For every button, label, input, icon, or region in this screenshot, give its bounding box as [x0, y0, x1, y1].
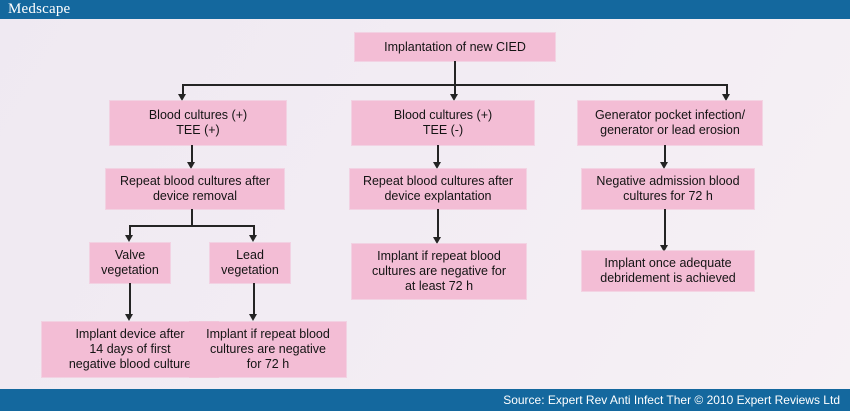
connector-bus-to-valve [129, 225, 131, 237]
arrowhead-right-branch [722, 94, 730, 101]
node-implant-if-repeat-72h-left-label: Implant if repeat blood cultures are neg… [206, 327, 330, 371]
node-root-label: Implantation of new CIED [384, 39, 526, 54]
node-repeat-cultures-device-removal-label: Repeat blood cultures after device remov… [119, 174, 271, 203]
arrowhead-lead [249, 235, 257, 242]
connector-root-stem [454, 61, 456, 85]
node-blood-cultures-tee-negative-label: Blood cultures (+) TEE (-) [393, 108, 493, 137]
medscape-header-bar: Medscape [0, 0, 850, 19]
node-valve-vegetation-label: Valve vegetation [101, 248, 159, 277]
node-negative-admission-cultures-label: Negative admission blood cultures for 72… [596, 174, 740, 203]
connector-lead-to-implant [253, 283, 255, 317]
node-implant-if-repeat-72h-mid[interactable]: Implant if repeat blood cultures are neg… [352, 244, 526, 299]
node-implant-if-repeat-72h-mid-label: Implant if repeat blood cultures are neg… [371, 249, 507, 293]
connector-negative-to-implant [664, 209, 666, 248]
flowchart: Implantation of new CIED Blood cultures … [0, 19, 850, 389]
arrowhead-left-branch [178, 94, 186, 101]
connector-left-branch-to-repeat [191, 145, 193, 165]
node-negative-admission-cultures[interactable]: Negative admission blood cultures for 72… [582, 169, 754, 209]
node-implant-after-debridement[interactable]: Implant once adequate debridement is ach… [582, 251, 754, 291]
node-implant-device-14-days-label: Implant device after 14 days of first ne… [68, 327, 192, 371]
node-root[interactable]: Implantation of new CIED [355, 33, 555, 61]
node-repeat-cultures-device-explantation[interactable]: Repeat blood cultures after device expla… [350, 169, 526, 209]
node-lead-vegetation-label: Lead vegetation [221, 248, 279, 277]
node-lead-vegetation[interactable]: Lead vegetation [210, 243, 290, 283]
medscape-logo: Medscape [8, 1, 71, 17]
node-generator-pocket-infection[interactable]: Generator pocket infection/ generator or… [578, 101, 762, 145]
connector-valve-to-implant [129, 283, 131, 317]
node-generator-pocket-infection-label: Generator pocket infection/ generator or… [594, 108, 746, 137]
connector-bus-to-left [182, 84, 184, 96]
arrowhead-mid-repeat [433, 162, 441, 169]
arrowhead-lead-implant [249, 314, 257, 321]
node-implant-device-14-days[interactable]: Implant device after 14 days of first ne… [42, 322, 218, 377]
arrowhead-left-repeat [187, 162, 195, 169]
arrowhead-right-negative [660, 162, 668, 169]
node-blood-cultures-tee-positive[interactable]: Blood cultures (+) TEE (+) [110, 101, 286, 145]
node-implant-after-debridement-label: Implant once adequate debridement is ach… [600, 256, 736, 285]
node-blood-cultures-tee-negative[interactable]: Blood cultures (+) TEE (-) [352, 101, 534, 145]
connector-right-branch-to-negative [664, 145, 666, 165]
connector-bus-to-lead [253, 225, 255, 237]
arrowhead-mid-branch [450, 94, 458, 101]
node-repeat-cultures-device-removal[interactable]: Repeat blood cultures after device remov… [106, 169, 284, 209]
source-attribution: Source: Expert Rev Anti Infect Ther © 20… [503, 393, 840, 407]
node-valve-vegetation[interactable]: Valve vegetation [90, 243, 170, 283]
connector-removal-bus [129, 225, 254, 227]
connector-bus-to-right [726, 84, 728, 96]
node-repeat-cultures-device-explantation-label: Repeat blood cultures after device expla… [362, 174, 514, 203]
arrowhead-valve [125, 235, 133, 242]
connector-removal-stem [191, 209, 193, 226]
node-implant-if-repeat-72h-left[interactable]: Implant if repeat blood cultures are neg… [190, 322, 346, 377]
arrowhead-right-implant [660, 245, 668, 252]
node-blood-cultures-tee-positive-label: Blood cultures (+) TEE (+) [148, 108, 248, 137]
arrowhead-valve-implant [125, 314, 133, 321]
connector-mid-branch-to-repeat [437, 145, 439, 165]
source-footer-bar: Source: Expert Rev Anti Infect Ther © 20… [0, 389, 850, 411]
connector-bus-to-mid [454, 84, 456, 96]
arrowhead-mid-implant [433, 237, 441, 244]
connector-explantation-to-implant [437, 209, 439, 240]
